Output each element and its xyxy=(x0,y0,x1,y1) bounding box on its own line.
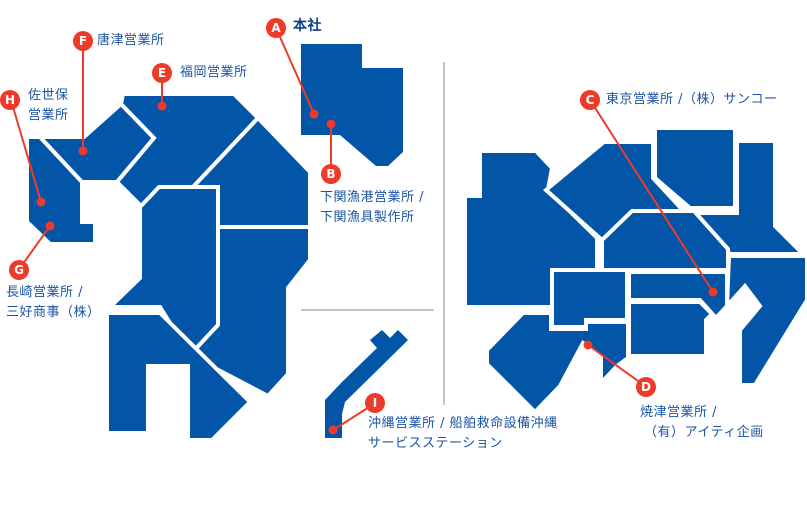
marker-c[interactable]: C xyxy=(580,90,718,297)
marker-pin-f[interactable] xyxy=(73,31,93,51)
marker-pin-c[interactable] xyxy=(580,90,600,110)
label-tokyo[interactable]: 東京営業所 /（株）サンコー xyxy=(606,92,778,107)
marker-pin-a[interactable] xyxy=(266,18,286,38)
region-gunma[interactable] xyxy=(653,126,737,210)
marker-letter-g: G xyxy=(14,263,24,277)
region-shizuoka[interactable] xyxy=(485,311,630,415)
location-dot-c xyxy=(708,287,718,297)
marker-pin-d[interactable] xyxy=(636,377,656,397)
label-sasebo[interactable]: 佐世保 営業所 xyxy=(28,88,69,123)
label-shimonoseki[interactable]: 下関漁港営業所 / 下関漁具製作所 xyxy=(320,190,425,225)
marker-e[interactable]: E xyxy=(152,63,172,111)
marker-letter-c: C xyxy=(586,93,595,107)
marker-pin-b[interactable] xyxy=(321,164,341,184)
label-karatsu[interactable]: 唐津営業所 xyxy=(97,33,165,48)
marker-letter-a: A xyxy=(271,21,281,35)
marker-pin-i[interactable] xyxy=(365,393,385,413)
label-nagasaki[interactable]: 長崎営業所 / 三好商事（株） xyxy=(6,285,101,320)
marker-d[interactable]: D xyxy=(583,340,657,398)
region-kanagawa[interactable] xyxy=(627,300,715,358)
location-dot-e xyxy=(157,101,167,111)
label-yaizu[interactable]: 焼津営業所 / （有）アイティ企画 xyxy=(640,405,764,440)
marker-pin-e[interactable] xyxy=(152,63,172,83)
marker-h[interactable]: H xyxy=(0,90,46,207)
marker-letter-d: D xyxy=(641,380,651,394)
region-kagoshima[interactable] xyxy=(105,311,253,442)
marker-letter-b: B xyxy=(326,167,335,181)
marker-b[interactable]: B xyxy=(321,119,341,185)
marker-a[interactable]: A xyxy=(266,18,319,119)
label-fukuoka[interactable]: 福岡営業所 xyxy=(180,65,248,80)
region-okinawa[interactable] xyxy=(325,330,408,438)
marker-pin-g[interactable] xyxy=(9,260,29,280)
marker-letter-e: E xyxy=(158,66,166,80)
marker-i[interactable]: I xyxy=(328,393,386,435)
region-yamanashi[interactable] xyxy=(550,268,629,329)
location-dot-g xyxy=(45,221,55,231)
label-head-office[interactable]: 本社 xyxy=(293,18,322,34)
kyushu-map xyxy=(25,92,312,442)
marker-f[interactable]: F xyxy=(73,31,93,156)
location-dot-d xyxy=(583,340,593,350)
location-dot-b xyxy=(326,119,336,129)
region-chiba[interactable] xyxy=(724,254,807,387)
marker-pin-h[interactable] xyxy=(0,90,20,110)
location-dot-f xyxy=(78,146,88,156)
region-yamaguchi[interactable] xyxy=(301,44,403,166)
marker-g[interactable]: G xyxy=(9,221,55,281)
region-miyazaki[interactable] xyxy=(186,225,312,399)
location-dot-a xyxy=(309,109,319,119)
kanto-chubu-map xyxy=(463,126,807,415)
marker-letter-f: F xyxy=(79,34,87,48)
label-okinawa[interactable]: 沖縄営業所 / 船舶救命設備沖縄 サービスステーション xyxy=(368,416,558,451)
location-dot-h xyxy=(36,197,46,207)
location-dot-i xyxy=(328,425,338,435)
marker-letter-i: I xyxy=(373,396,377,410)
marker-letter-h: H xyxy=(5,93,15,107)
